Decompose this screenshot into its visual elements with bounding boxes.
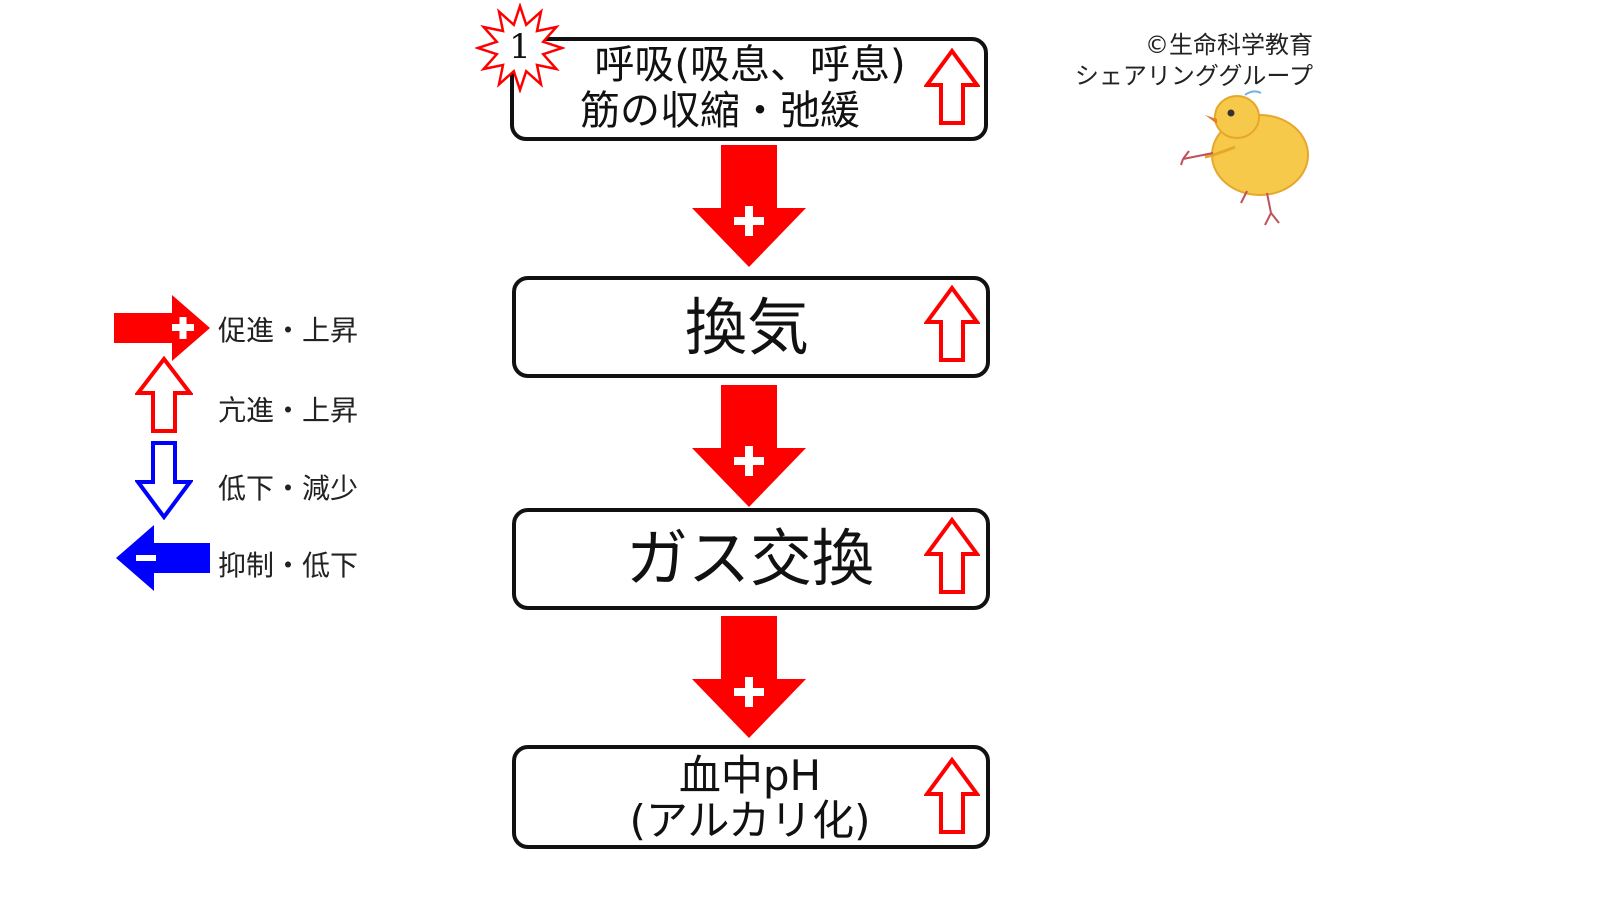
step1-box bbox=[510, 37, 988, 141]
step3-label: ガス交換 bbox=[625, 522, 874, 595]
step4-box bbox=[512, 745, 990, 849]
copyright-line1: ©生命科学教育 bbox=[1145, 31, 1313, 59]
starburst-icon bbox=[475, 3, 565, 93]
chick-mascot-icon bbox=[1180, 90, 1309, 226]
legend-inhibit-arrow-icon bbox=[116, 525, 210, 591]
step4-line2: (アルカリ化) bbox=[629, 796, 871, 845]
legend-inhibit-label: 抑制・低下 bbox=[218, 549, 359, 582]
up-arrow-icon bbox=[924, 48, 980, 125]
step1-badge-number: 1 bbox=[509, 27, 531, 67]
up-arrow-icon bbox=[924, 285, 980, 362]
up-arrow-icon bbox=[924, 757, 980, 834]
up-arrow-icon bbox=[924, 517, 980, 594]
legend-increase-label: 亢進・上昇 bbox=[218, 394, 359, 427]
copyright-credit: ©生命科学教育 シェアリンググループ bbox=[1075, 30, 1313, 92]
legend-decrease-arrow-icon bbox=[135, 441, 193, 520]
flow-arrow-plus-icon bbox=[692, 145, 806, 267]
step4-line1: 血中pH bbox=[678, 751, 822, 800]
flow-arrow-plus-icon bbox=[692, 616, 806, 738]
legend-decrease-label: 低下・減少 bbox=[218, 472, 359, 505]
step3-box bbox=[512, 508, 990, 610]
step1-line2: 筋の収縮・弛緩 bbox=[580, 88, 860, 134]
step2-box bbox=[512, 276, 990, 378]
step1-line1: 呼吸(吸息、呼息) bbox=[594, 42, 906, 88]
flow-arrow-plus-icon bbox=[692, 385, 806, 507]
copyright-line2: シェアリンググループ bbox=[1074, 62, 1313, 90]
legend-promote-label: 促進・上昇 bbox=[218, 314, 359, 347]
legend-promote-arrow-icon bbox=[114, 295, 210, 361]
legend-increase-arrow-icon bbox=[135, 356, 193, 433]
step2-label: 換気 bbox=[684, 291, 809, 364]
